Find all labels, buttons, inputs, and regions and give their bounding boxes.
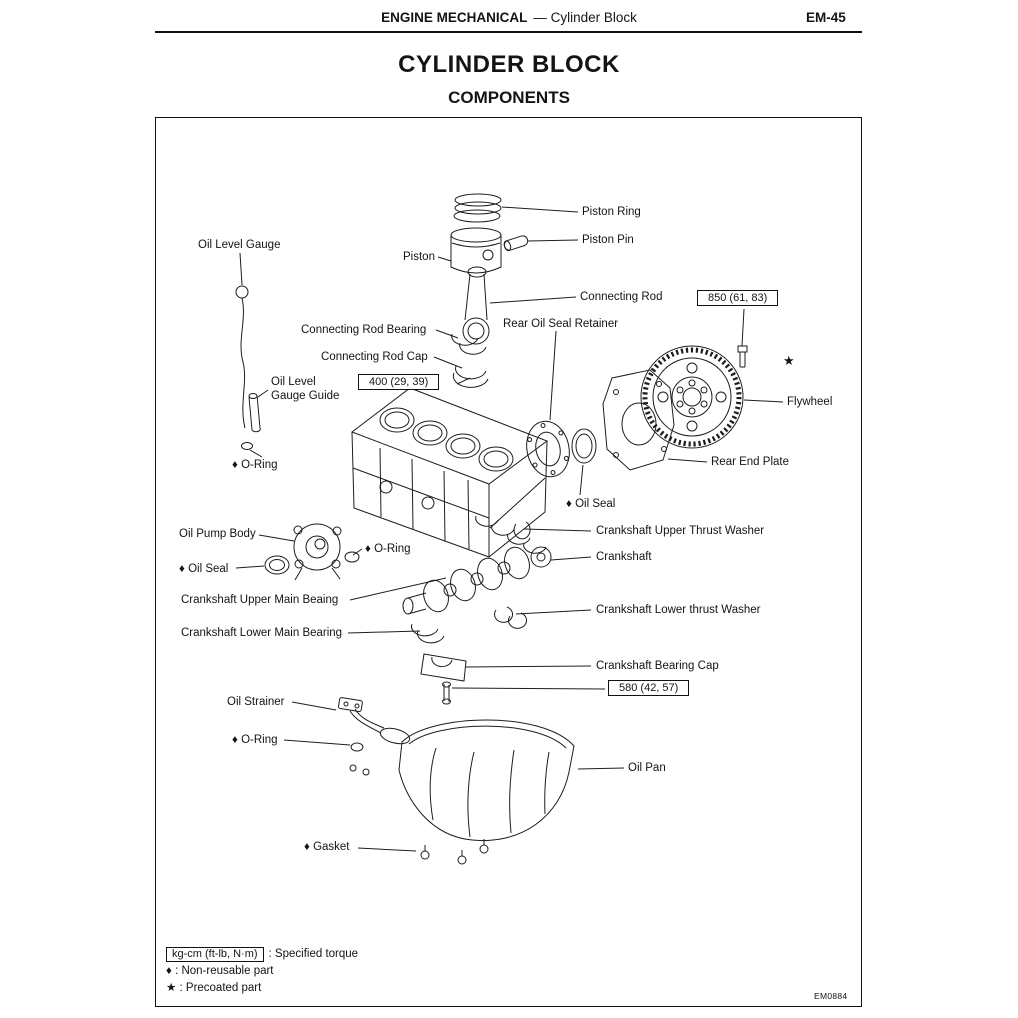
label-piston-pin: Piston Pin (582, 234, 634, 246)
legend-non-reusable: ♦ : Non-reusable part (166, 965, 274, 977)
label-oil-strainer: Oil Strainer (227, 696, 285, 708)
oil-seal-rear-art (571, 428, 597, 464)
rear-end-plate-art (602, 369, 675, 471)
oil-pump-body-art (293, 523, 342, 581)
figure-box (155, 117, 862, 1007)
o-ring-gauge-art (241, 442, 253, 450)
bearing-cap-bolt-art (442, 681, 451, 705)
page-subtitle: COMPONENTS (448, 88, 570, 107)
cylinder-block-art (350, 387, 549, 558)
label-connecting-rod-bearing: Connecting Rod Bearing (301, 324, 427, 336)
label-piston: Piston (403, 251, 435, 263)
label-piston-ring: Piston Ring (582, 206, 641, 218)
label-rear-oil-seal-retainer: Rear Oil Seal Retainer (503, 318, 619, 330)
precoated-star-icon: ★ (783, 353, 795, 368)
label-oil-level-gauge: Oil Level Gauge (198, 239, 281, 251)
legend-torque-unit-box: kg-cm (ft-lb, N·m) (166, 947, 264, 962)
page-number: EM-45 (806, 10, 846, 25)
label-oil-pump-body: Oil Pump Body (179, 528, 256, 540)
label-crankshaft: Crankshaft (596, 551, 652, 563)
page-title: CYLINDER BLOCK (398, 51, 620, 78)
crankshaft-bearing-cap-art (420, 653, 467, 682)
crankshaft-art (402, 546, 552, 615)
o-ring-pump-art (344, 551, 360, 563)
label-oil-level-gauge-guide: Oil Level Gauge Guide (271, 376, 340, 403)
oil-pan-bolts-art (420, 839, 489, 865)
flywheel-art (640, 345, 744, 449)
label-connecting-rod: Connecting Rod (580, 291, 663, 303)
header-section: ENGINE MECHANICAL (381, 10, 528, 25)
piston-rings-art (453, 193, 502, 223)
oil-seal-front-art (264, 555, 290, 575)
connecting-rod-bearing-art (451, 333, 487, 355)
legend-torque-desc: : Specified torque (268, 948, 359, 960)
crankshaft-upper-main-bearing-art (475, 515, 547, 554)
rear-oil-seal-retainer-art (526, 420, 570, 478)
piston-art (450, 227, 502, 274)
label-flywheel: Flywheel (787, 396, 833, 408)
crankshaft-lower-thrust-washer-art (494, 606, 527, 629)
legend-specified-torque: kg-cm (ft-lb, N·m) : Specified torque (166, 947, 359, 962)
oil-level-gauge-guide-art (248, 393, 261, 433)
label-oil-seal-front: ♦ Oil Seal (179, 563, 229, 575)
label-oil-seal-rear: ♦ Oil Seal (566, 498, 616, 510)
label-oil-pan: Oil Pan (628, 762, 666, 774)
oil-pan-art (398, 719, 575, 842)
torque-flywheel: 850 (61, 83) (697, 290, 779, 306)
flywheel-bolt-art (737, 345, 748, 368)
crankshaft-upper-thrust-washer-art (513, 521, 531, 540)
torque-crankshaft-bearing-cap: 580 (42, 57) (608, 680, 690, 696)
label-connecting-rod-cap: Connecting Rod Cap (321, 351, 428, 363)
label-o-ring-strainer: ♦ O-Ring (232, 734, 278, 746)
piston-pin-art (503, 235, 529, 252)
label-o-ring-gauge: ♦ O-Ring (232, 459, 278, 471)
crankshaft-lower-main-bearing-art (411, 623, 445, 644)
oil-strainer-art (337, 697, 411, 776)
label-crankshaft-upper-main-bearing: Crankshaft Upper Main Beaing (181, 594, 339, 606)
figure-code: EM0884 (814, 991, 848, 1001)
connecting-rod-art (462, 266, 490, 345)
label-o-ring-pump: ♦ O-Ring (365, 543, 411, 555)
torque-connecting-rod-cap: 400 (29, 39) (358, 374, 440, 390)
page-header: ENGINE MECHANICAL — Cylinder Block (0, 10, 1018, 25)
oil-level-gauge-art (235, 285, 249, 429)
leader-lines (235, 206, 784, 852)
header-rule (155, 31, 862, 33)
label-crankshaft-bearing-cap: Crankshaft Bearing Cap (596, 660, 719, 672)
label-crankshaft-upper-thrust-washer: Crankshaft Upper Thrust Washer (596, 525, 765, 537)
label-gasket: ♦ Gasket (304, 841, 350, 853)
header-subsection: — Cylinder Block (533, 10, 637, 25)
o-ring-strainer-art (350, 742, 364, 752)
connecting-rod-cap-art (452, 365, 489, 388)
legend-precoated: ★ : Precoated part (166, 982, 262, 994)
label-rear-end-plate: Rear End Plate (711, 456, 789, 468)
label-crankshaft-lower-main-bearing: Crankshaft Lower Main Bearing (181, 627, 343, 639)
label-crankshaft-lower-thrust-washer: Crankshaft Lower thrust Washer (596, 604, 761, 616)
